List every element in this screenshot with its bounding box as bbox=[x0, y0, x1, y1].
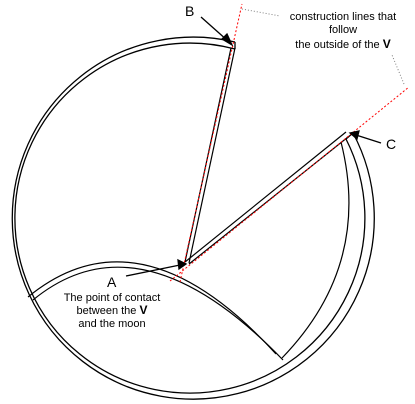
construction-line-left bbox=[179, 3, 243, 283]
label-c: C bbox=[386, 136, 396, 152]
leader-to-right-line bbox=[391, 54, 405, 85]
annotation-construction-line3-prefix: the outside of the bbox=[295, 39, 382, 51]
annotation-construction: construction lines that follow the outsi… bbox=[290, 11, 396, 51]
moon-inner-band bbox=[27, 261, 284, 361]
annotation-construction-v: V bbox=[383, 37, 391, 51]
pointer-a-shaft bbox=[125, 264, 181, 277]
outer-rim-outer-arc bbox=[11, 36, 375, 400]
annotation-contact-line1: The point of contact bbox=[64, 292, 161, 304]
rim-end-caps bbox=[234, 42, 354, 140]
annotation-contact: The point of contact between the V and t… bbox=[64, 292, 161, 330]
pointer-b-head bbox=[220, 32, 234, 47]
annotation-contact-line2-prefix: between the bbox=[76, 305, 139, 317]
pointer-c-head bbox=[348, 130, 360, 141]
annotation-construction-line2: follow bbox=[329, 24, 357, 36]
annotation-contact-v: V bbox=[139, 303, 147, 317]
inner-band-outer-arc bbox=[27, 261, 277, 355]
annotation-contact-line2: between the V bbox=[76, 303, 147, 317]
v-arm-right-inner bbox=[188, 136, 349, 265]
v-arm-right-outer bbox=[184, 131, 347, 263]
label-b: B bbox=[185, 3, 194, 19]
label-a: A bbox=[107, 274, 117, 290]
outer-rim-inner-arc bbox=[14, 42, 366, 394]
annotation-construction-line1: construction lines that bbox=[290, 11, 396, 23]
pointer-arrows bbox=[125, 16, 382, 277]
construction-line-right bbox=[169, 86, 410, 282]
moon-outer-rim bbox=[11, 36, 375, 400]
inner-edge-arc bbox=[281, 141, 350, 359]
annotation-leaders bbox=[241, 8, 405, 85]
pointer-c-shaft bbox=[355, 134, 382, 144]
v-arm-left-inner bbox=[188, 47, 236, 264]
pointer-a-head bbox=[177, 258, 188, 271]
annotation-construction-line3: the outside of the V bbox=[295, 37, 390, 51]
annotation-contact-line3: and the moon bbox=[78, 318, 145, 330]
leader-to-left-line bbox=[241, 8, 281, 17]
construction-lines bbox=[169, 3, 410, 283]
